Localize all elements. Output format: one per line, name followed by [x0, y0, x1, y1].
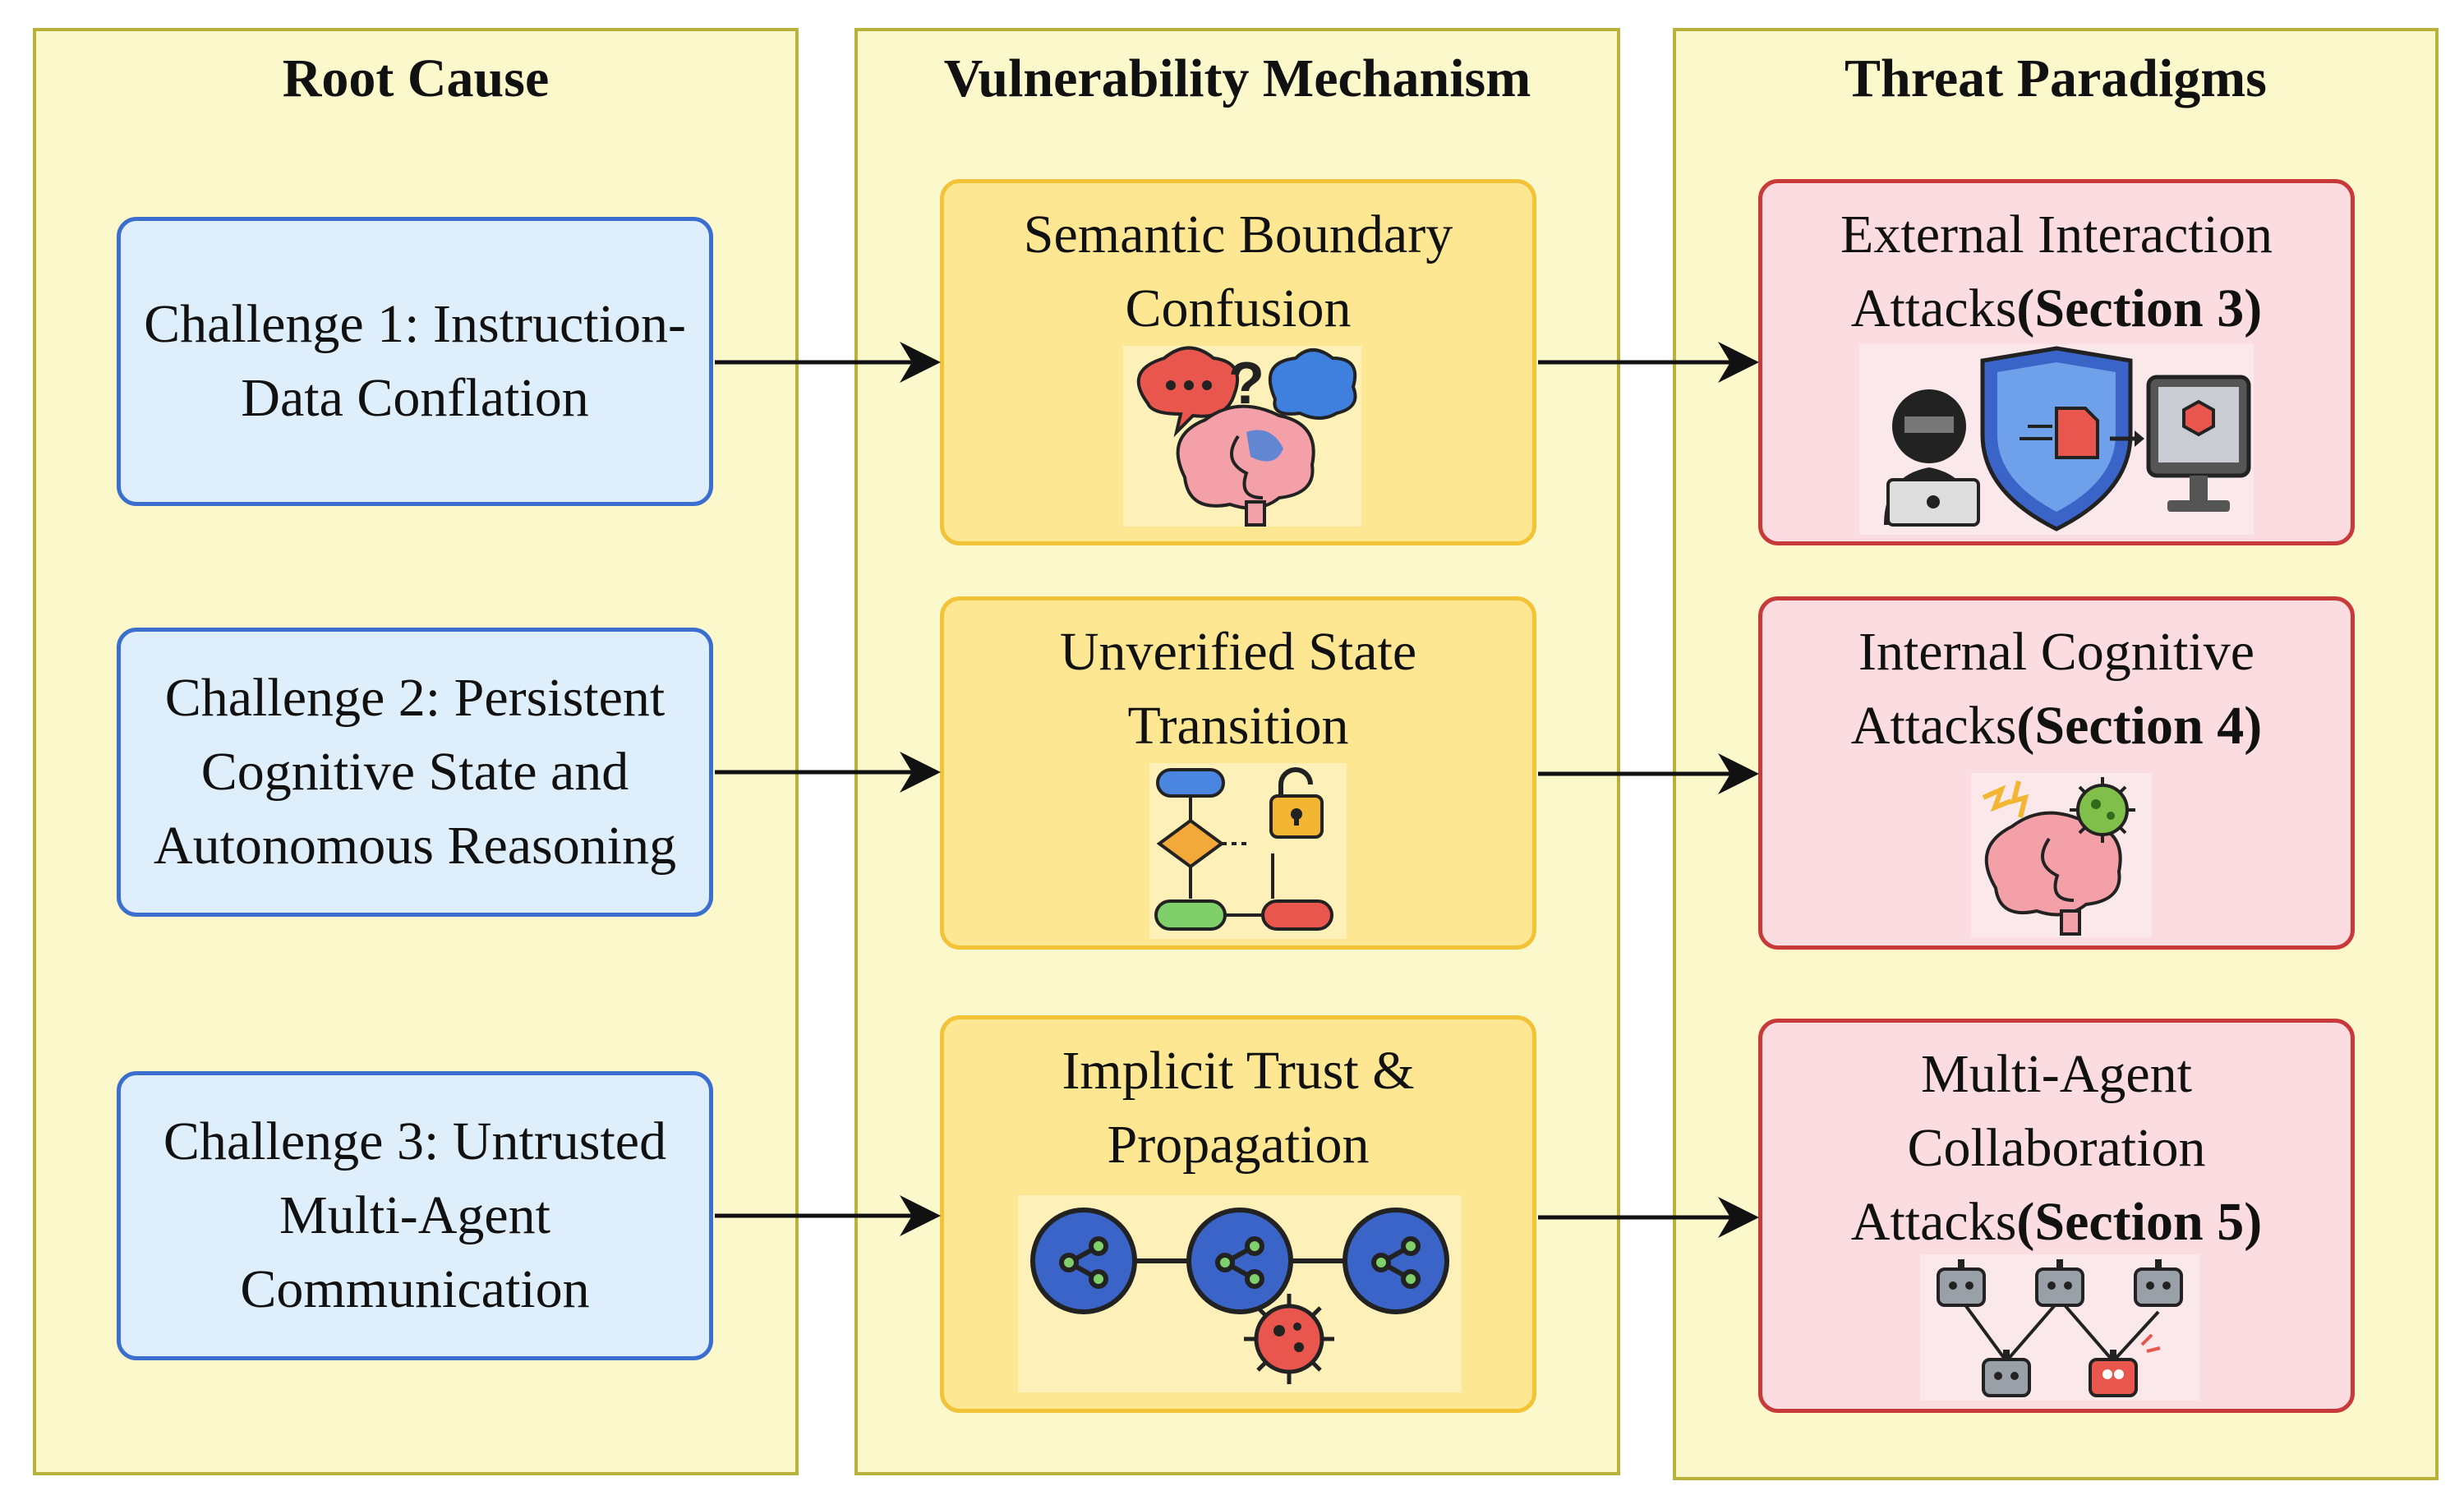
mechanism-3-box: Implicit Trust & Propagation — [940, 1015, 1536, 1413]
threat-2-line-1: Internal Cognitive — [1858, 622, 2255, 682]
threat-3-line-2: Collaboration — [1907, 1118, 2206, 1178]
vulnerability-mechanism-title: Vulnerability Mechanism — [943, 48, 1531, 108]
root-cause-title: Root Cause — [282, 48, 550, 108]
challenge-2-box: Challenge 2: Persistent Cognitive State … — [117, 628, 713, 917]
mechanism-2-line-2: Transition — [1127, 696, 1349, 756]
threat-3-line-1: Multi-Agent — [1921, 1044, 2192, 1104]
hacker-shield-computer-icon — [1859, 344, 2254, 535]
challenge-1-line-2: Data Conflation — [241, 368, 589, 428]
threat-1-box: External Interaction Attacks(Section 3) — [1758, 179, 2355, 545]
challenge-2-line-3: Autonomous Reasoning — [153, 816, 677, 876]
mechanism-1-box: Semantic Boundary Confusion ? — [940, 179, 1536, 545]
challenge-2-line-2: Cognitive State and — [200, 742, 629, 802]
mechanism-1-line-1: Semantic Boundary — [1023, 205, 1453, 265]
threat-3-prefix: Attacks — [1850, 1192, 2017, 1252]
broken-flowchart-lock-icon — [1149, 763, 1347, 939]
threat-1-prefix: Attacks — [1850, 278, 2017, 338]
mechanism-2-box: Unverified State Transition — [940, 596, 1536, 950]
challenge-2-line-1: Challenge 2: Persistent — [164, 668, 666, 728]
confused-brain-icon: ? — [1123, 346, 1361, 527]
mechanism-1-line-2: Confusion — [1125, 278, 1352, 338]
threat-paradigms-title: Threat Paradigms — [1845, 48, 2267, 108]
challenge-3-line-2: Multi-Agent — [279, 1185, 550, 1245]
challenge-1-box: Challenge 1: Instruction- Data Conflatio… — [117, 217, 713, 506]
challenge-3-line-3: Communication — [240, 1259, 590, 1319]
challenge-3-box: Challenge 3: Untrusted Multi-Agent Commu… — [117, 1071, 713, 1360]
mechanism-3-line-1: Implicit Trust & — [1062, 1041, 1415, 1101]
mechanism-3-line-2: Propagation — [1107, 1115, 1370, 1175]
challenge-3-line-1: Challenge 3: Untrusted — [163, 1111, 667, 1171]
threat-2-prefix: Attacks — [1850, 696, 2017, 756]
threat-1-section: (Section 3) — [2016, 278, 2263, 338]
threat-2-box: Internal Cognitive Attacks(Section 4) — [1758, 596, 2355, 950]
threat-3-section: (Section 5) — [2016, 1192, 2263, 1252]
threat-1-line-1: External Interaction — [1840, 205, 2273, 265]
threat-2-section: (Section 4) — [2016, 696, 2263, 756]
challenge-1-line-1: Challenge 1: Instruction- — [144, 294, 686, 354]
threat-3-box: Multi-Agent Collaboration Attacks(Sectio… — [1758, 1019, 2355, 1413]
mechanism-2-line-1: Unverified State — [1059, 622, 1417, 682]
virus-brain-icon — [1971, 773, 2152, 937]
infected-network-icon — [1018, 1195, 1462, 1392]
robot-network-icon — [1920, 1254, 2199, 1401]
